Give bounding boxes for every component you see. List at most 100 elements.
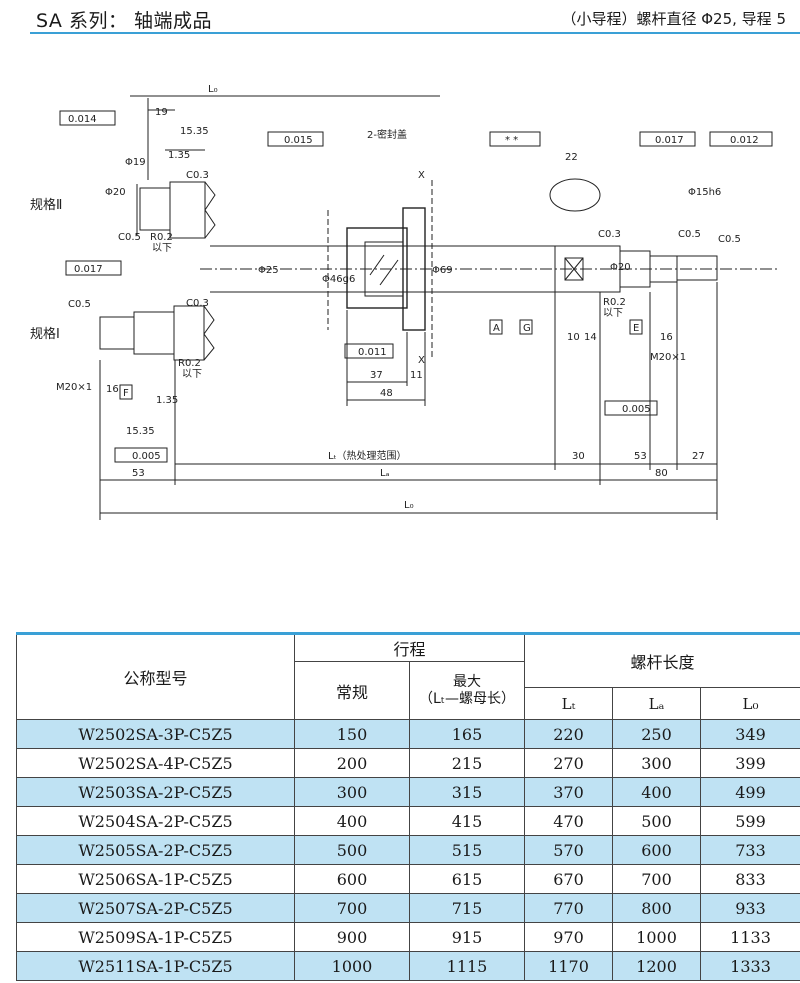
cell-lo: 833	[700, 864, 800, 894]
dim-phi20-right: Φ20	[610, 262, 631, 273]
tol-0017-left: 0.017	[74, 264, 103, 275]
dim-phi20-top: Φ20	[105, 187, 126, 198]
header-stroke: 行程	[293, 633, 526, 662]
tol-0012: 0.012	[730, 135, 759, 146]
spec-I-label: 规格Ⅰ	[30, 326, 60, 342]
dim-m20-right: M20×1	[650, 352, 686, 363]
cell-model: W2502SA-3P-C5Z5	[16, 719, 295, 749]
dim-phi15h6: Φ15h6	[688, 187, 721, 198]
cell-la: 500	[612, 806, 702, 836]
dim-c05-right: C0.5	[678, 229, 701, 240]
header-La: Lₐ	[612, 687, 702, 720]
tol-0005-F: 0.005	[132, 451, 161, 462]
cell-normal: 900	[294, 922, 410, 952]
dim-yixia-spec2: 以下	[152, 243, 172, 254]
header-max-line1: 最大	[453, 673, 481, 690]
dim-r02-right: R0.2	[603, 297, 626, 308]
tol-0005-E: 0.005	[622, 404, 651, 415]
dim-c03-right: C0.3	[598, 229, 621, 240]
dim-c05-spec2: C0.5	[118, 232, 141, 243]
cell-lo: 1333	[700, 951, 800, 981]
ball-screw-drawing: L₀ 19 15.35 1.35 C0.3 Φ20 Φ19 C0.5 R0.2 …	[0, 70, 800, 530]
dim-53-left: 53	[132, 468, 145, 479]
dim-r02-spec2: R0.2	[150, 232, 173, 243]
cell-normal: 150	[294, 719, 410, 749]
ref-A: A	[493, 323, 500, 334]
dim-c05-spec1: C0.5	[68, 299, 91, 310]
cell-la: 300	[612, 748, 702, 778]
cell-max: 615	[408, 864, 526, 894]
dim-10: 10	[567, 332, 580, 343]
header-model: 公称型号	[16, 633, 295, 720]
dim-14: 14	[584, 332, 597, 343]
dim-30: 30	[572, 451, 585, 462]
cell-model: W2509SA-1P-C5Z5	[16, 922, 295, 952]
cell-max: 1115	[408, 951, 526, 981]
dim-phi69: Φ69	[432, 265, 453, 276]
dim-r02-spec1: R0.2	[178, 358, 201, 369]
dim-1-35-top: 1.35	[168, 150, 190, 161]
cell-la: 250	[612, 719, 702, 749]
dim-1-35-bottom: 1.35	[156, 395, 178, 406]
header-max-line2: （Lₜ—螺母长）	[419, 690, 515, 707]
cell-normal: 600	[294, 864, 410, 894]
cell-model: W2507SA-2P-C5Z5	[16, 893, 295, 923]
header-divider	[30, 32, 800, 34]
dim-phi46: Φ46g6	[322, 274, 355, 285]
dim-80: 80	[655, 468, 668, 479]
cell-normal: 1000	[294, 951, 410, 981]
cell-la: 700	[612, 864, 702, 894]
mark-X-top: X	[418, 170, 425, 181]
cell-lt: 670	[524, 864, 614, 894]
cell-normal: 300	[294, 777, 410, 807]
cell-normal: 700	[294, 893, 410, 923]
header-Lt: Lₜ	[524, 687, 614, 720]
cell-la: 400	[612, 777, 702, 807]
tol-star: * *	[505, 135, 518, 146]
dim-16-right: 16	[660, 332, 673, 343]
dim-15-35-bottom: 15.35	[126, 426, 155, 437]
cell-la: 1200	[612, 951, 702, 981]
cell-max: 515	[408, 835, 526, 865]
spec-table: 公称型号 行程 螺杆长度 常规 最大 （Lₜ—螺母长） Lₜ Lₐ L₀ W25…	[16, 632, 800, 981]
cell-lt: 270	[524, 748, 614, 778]
dim-27: 27	[692, 451, 705, 462]
tol-0011: 0.011	[358, 347, 387, 358]
dim-53-right: 53	[634, 451, 647, 462]
cell-model: W2505SA-2P-C5Z5	[16, 835, 295, 865]
cell-max: 215	[408, 748, 526, 778]
label-L0-top: L₀	[208, 84, 218, 95]
spec-II-label: 规格Ⅱ	[30, 197, 62, 213]
cell-normal: 500	[294, 835, 410, 865]
cell-model: W2502SA-4P-C5Z5	[16, 748, 295, 778]
cell-lt: 570	[524, 835, 614, 865]
dim-yixia-right: 以下	[603, 308, 623, 319]
dim-15-35-top: 15.35	[180, 126, 209, 137]
label-L0-bottom: L₀	[404, 500, 414, 511]
cell-model: W2504SA-2P-C5Z5	[16, 806, 295, 836]
dim-22: 22	[565, 152, 578, 163]
cell-normal: 200	[294, 748, 410, 778]
cell-lt: 970	[524, 922, 614, 952]
dim-phi25: Φ25	[258, 265, 279, 276]
cell-lo: 399	[700, 748, 800, 778]
page-title: SA 系列： 轴端成品	[36, 10, 212, 32]
drawing-svg: L₀ 19 15.35 1.35 C0.3 Φ20 Φ19 C0.5 R0.2 …	[30, 84, 780, 520]
ref-E: E	[633, 323, 639, 334]
cell-max: 415	[408, 806, 526, 836]
cell-lo: 599	[700, 806, 800, 836]
cell-model: W2506SA-1P-C5Z5	[16, 864, 295, 894]
tol-0015: 0.015	[284, 135, 313, 146]
header-normal: 常规	[294, 661, 410, 720]
cell-normal: 400	[294, 806, 410, 836]
header-screw-length: 螺杆长度	[524, 633, 800, 688]
cell-lo: 1133	[700, 922, 800, 952]
